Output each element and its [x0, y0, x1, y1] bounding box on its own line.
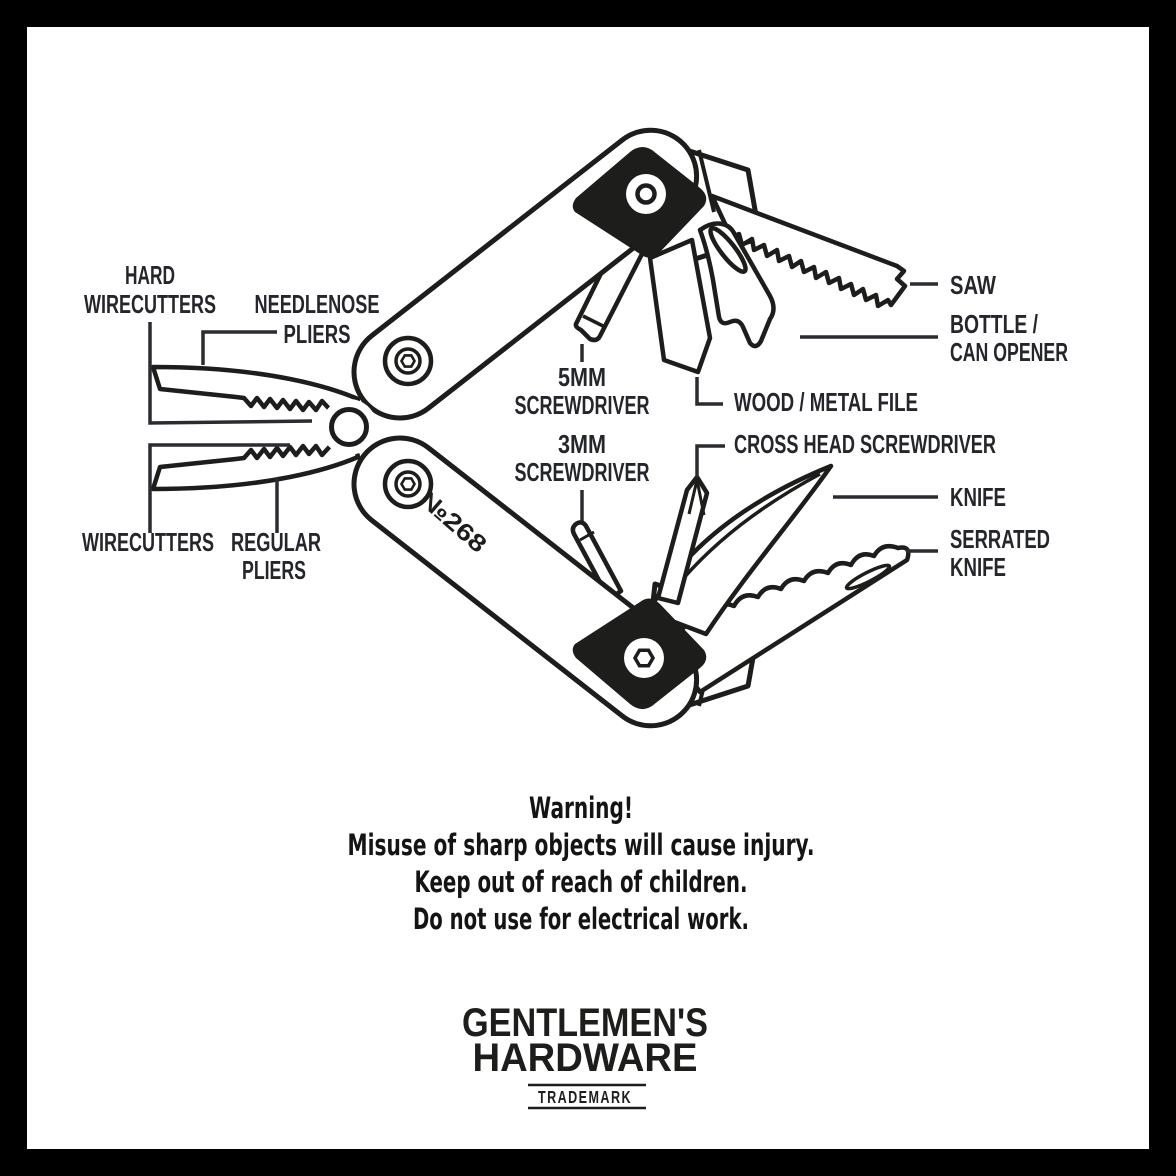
needlenose-jaw-upper — [150, 364, 361, 427]
brand-name-line2: HARDWARE — [473, 1036, 698, 1080]
warning-line3: Keep out of reach of children. — [415, 865, 748, 899]
warning-line2: Misuse of sharp objects will cause injur… — [348, 828, 815, 862]
leader-needlenose-pliers — [201, 330, 277, 365]
label-regular-pliers-line2: PLIERS — [242, 555, 306, 585]
label-cross-head-screwdriver: CROSS HEAD SCREWDRIVER — [734, 429, 996, 459]
label-hard-wirecutters-line1: HARD — [125, 260, 175, 290]
screwdriver-5mm-illustration — [573, 236, 646, 343]
label-serrated-knife-line1: SERRATED — [950, 524, 1050, 554]
warning-text: Warning! Misuse of sharp objects will ca… — [348, 791, 815, 936]
lower-hinge-screw — [382, 458, 434, 510]
leader-wirecutters — [148, 443, 290, 533]
cross-head-screwdriver-illustration — [655, 474, 710, 606]
upper-hinge-screw — [382, 335, 434, 387]
leader-wood-metal-file — [695, 377, 723, 406]
warning-line4: Do not use for electrical work. — [413, 902, 749, 936]
label-wood-metal-file: WOOD / METAL FILE — [734, 387, 918, 417]
warning-line1: Warning! — [529, 791, 633, 825]
leader-hard-wirecutters — [148, 322, 313, 425]
label-5mm-screwdriver-line2: SCREWDRIVER — [515, 390, 650, 420]
label-bottle-can-opener-line2: CAN OPENER — [950, 337, 1068, 367]
pivot-hole — [329, 407, 369, 447]
label-needlenose-pliers-line2: PLIERS — [284, 319, 351, 349]
label-hard-wirecutters-line2: WIRECUTTERS — [84, 289, 216, 319]
bottle-can-opener-illustration — [697, 221, 776, 349]
brand-name-line1: GENTLEMEN'S — [462, 1001, 708, 1045]
label-bottle-can-opener-line1: BOTTLE / — [950, 309, 1038, 339]
label-regular-pliers-line1: REGULAR — [231, 527, 321, 557]
upper-grip-screw — [626, 174, 666, 214]
label-needlenose-pliers-line1: NEEDLENOSE — [255, 289, 380, 319]
upper-grip-screw-ring — [635, 183, 657, 205]
leader-cross-head-screwdriver — [695, 444, 725, 477]
brand-tagline: TRADEMARK — [538, 1087, 632, 1107]
regular-jaw-lower — [150, 429, 361, 492]
upper-head-divider — [697, 149, 716, 213]
saw-illustration — [709, 193, 908, 309]
label-5mm-screwdriver-line1: 5MM — [558, 362, 606, 392]
nail-slot-illustration — [708, 226, 748, 274]
label-serrated-knife-line2: KNIFE — [950, 552, 1006, 582]
lower-grip-screw — [624, 638, 664, 678]
label-knife: KNIFE — [950, 482, 1006, 512]
label-wirecutters: WIRECUTTERS — [82, 527, 214, 557]
screwdriver-3mm-illustration — [570, 520, 624, 602]
label-3mm-screwdriver-line2: SCREWDRIVER — [515, 457, 650, 487]
wood-metal-file-illustration — [647, 237, 713, 375]
part-labels: HARD WIRECUTTERS NEEDLENOSE PLIERS WIREC… — [82, 260, 1068, 585]
lower-grip-screw-hex — [632, 648, 656, 668]
label-saw: SAW — [950, 270, 996, 300]
brand-logo: GENTLEMEN'S HARDWARE TRADEMARK — [462, 1001, 708, 1110]
leader-lines — [148, 282, 938, 553]
label-3mm-screwdriver-line1: 3MM — [558, 429, 606, 459]
